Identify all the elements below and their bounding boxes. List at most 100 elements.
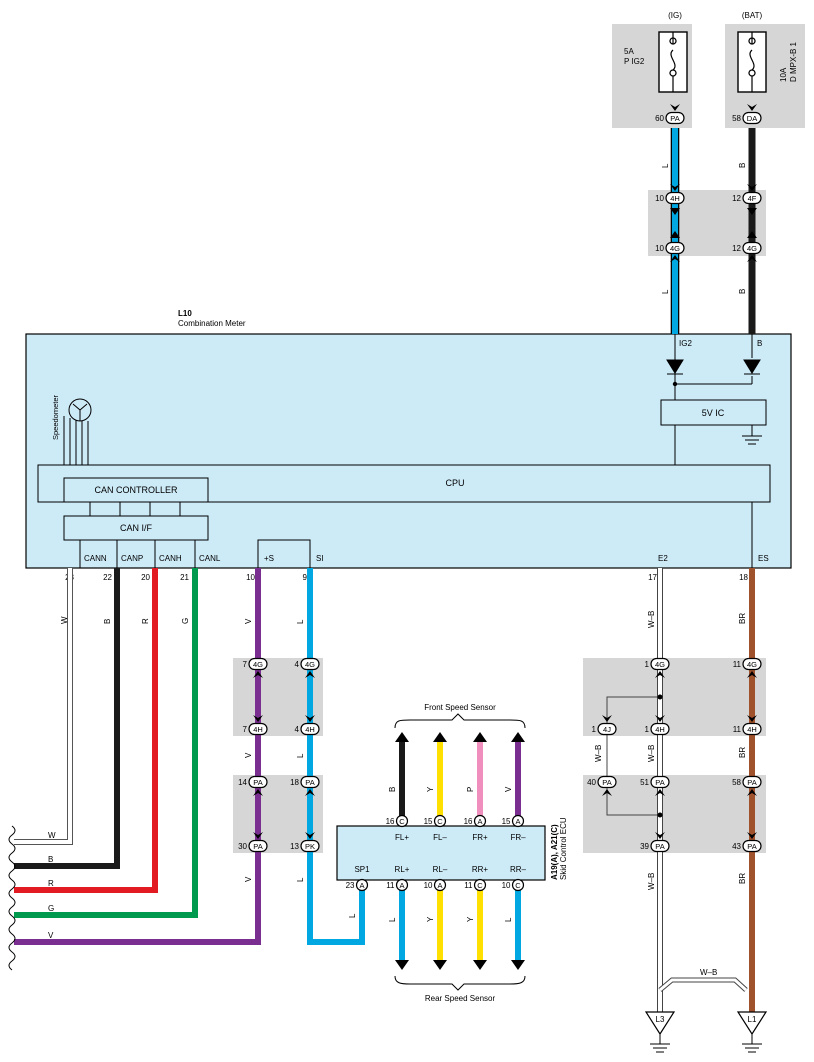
ecu-bottom-pin-4: C10 [502, 878, 525, 892]
ecu-bottom-pin-2-code: A [437, 881, 442, 890]
connector-top-4h-pin: 10 [655, 194, 664, 203]
wire-label-es-3: BR [738, 873, 747, 884]
arrow-up-icon [473, 732, 487, 742]
connector-wb-branch-0-code: 4J [603, 725, 611, 734]
pin-es: 18 [739, 573, 748, 582]
connector-wb-3-badge [650, 839, 670, 853]
connector-v-2-pin: 14 [238, 778, 247, 787]
connector-l-0-badge [300, 657, 320, 671]
ig2-label: IG2 [679, 339, 692, 348]
wire-label-e2-2: W–B [647, 745, 656, 762]
ecu-top-pin-0-code: C [399, 817, 405, 826]
connector-wb-branch-1-code: PA [602, 778, 611, 787]
wire-color-labels: L B L B W B R G V L V L V L L W–B BR W–B… [48, 163, 747, 977]
ecu-top-pin-3-pin: 15 [502, 817, 511, 826]
ground-symbols: L3 L1 [644, 1011, 768, 1053]
ecu-top-wire-label-0: B [388, 787, 397, 792]
ecu-pin-rl-plus: RL+ [395, 865, 410, 874]
fuse-bat-name: D MPX-B 1 [789, 41, 798, 82]
bus-end-w: W [48, 831, 56, 840]
can-controller-label: CAN CONTROLLER [94, 485, 178, 495]
connector-l-3-code: PK [305, 842, 315, 851]
can-controller-block [63, 477, 209, 503]
connector-top-4h-code: 4H [670, 194, 680, 203]
connector-wb-1: 4H1 [645, 715, 670, 736]
ecu-bottom-wire-label-4: L [504, 917, 513, 922]
pin-plus-s: 10 [246, 573, 255, 582]
connector-br-1-arrow-icon [747, 715, 757, 722]
ecu-bottom-pin-3-pin: 11 [464, 881, 473, 890]
ecu-bottom-wire-label-3: Y [466, 916, 475, 922]
connector-br-1-badge [742, 722, 762, 736]
ecu-pin-sp1: SP1 [354, 865, 370, 874]
connector-br-0-code: 4G [747, 660, 757, 669]
connector-wb-branch-0: 4J1 [592, 715, 617, 736]
terminal-e2: E2 [658, 554, 668, 563]
connector-br-3-arrow-icon [747, 832, 757, 839]
connector-l-1-code: 4H [305, 725, 315, 734]
connector-br-3-pin: 43 [732, 842, 741, 851]
connector-v-0-code: 4G [253, 660, 263, 669]
ground-l1-icon [736, 1011, 768, 1036]
ecu-top-pin-3-code: A [515, 817, 520, 826]
connector-wb-0-arrow-icon [655, 671, 665, 678]
fuse-bat-symbol-icon [748, 32, 756, 92]
connector-top-4f-pin: 12 [732, 194, 741, 203]
connector-wb-3-pin: 39 [640, 842, 649, 851]
wire-label-top-b-2: B [738, 289, 747, 294]
diode-ig2-icon [666, 359, 684, 375]
ic-5v-block [660, 399, 767, 426]
connector-v-3-code: PA [253, 842, 262, 851]
bus-end-g: G [48, 904, 54, 913]
fuse-bat: (BAT) 10A D MPX-B 1 [725, 11, 805, 128]
ecu-top-pin-0-badge [395, 814, 409, 828]
ecu-top-pin-3-badge [511, 814, 525, 828]
wire-label-sp1-l: L [348, 913, 357, 918]
connector-fuse-bat-badge [742, 111, 762, 125]
connector-l-3-arrow-icon [305, 832, 315, 839]
connector-fuse-ig-arrow-icon [670, 104, 680, 111]
ecu-pin-rl-minus: RL– [433, 865, 448, 874]
front-sensor-label: Front Speed Sensor [424, 703, 496, 712]
connector-fuse-bat-arrow-icon [747, 104, 757, 111]
can-if-block [63, 515, 209, 541]
ecu-top-pin-2-code: A [477, 817, 482, 826]
ground-l1-label: L1 [748, 1015, 757, 1024]
connector-top-4g-b-badge [742, 241, 762, 255]
wire-label-top-l-1: L [661, 163, 670, 168]
connector-wb-branch-0-arrow-icon [602, 715, 612, 722]
wire-label-top-l-2: L [661, 289, 670, 294]
bus-end-b: B [48, 855, 53, 864]
ecu-bottom-pin-2: A10 [424, 878, 447, 892]
connector-br-3-code: PA [747, 842, 756, 851]
connector-br-0-badge [742, 657, 762, 671]
connector-top-4f-code: 4F [748, 194, 757, 203]
ecu-bottom-pin-4-pin: 10 [502, 881, 511, 890]
connector-v-0-badge [248, 657, 268, 671]
connector-wb-0: 4G1 [645, 657, 670, 678]
connector-top-4h-badge [665, 191, 685, 205]
fuse-ig-source: (IG) [668, 11, 682, 20]
ecu-bottom-pin-0: A23 [346, 878, 369, 892]
connector-v-1-pin: 7 [243, 725, 248, 734]
junction-arrow-1-icon [670, 231, 680, 238]
wire-label-e2-3: W–B [647, 873, 656, 890]
ground-l3-label: L3 [656, 1015, 665, 1024]
arrow-down-icon [511, 960, 525, 970]
right-junction-block-lower [583, 775, 766, 853]
wire-label-can-b: B [103, 619, 112, 624]
connector-wb-branch-1-arrow-icon [602, 789, 612, 796]
connector-top-4f: 4F 12 [732, 184, 762, 205]
bus-end-r: R [48, 879, 54, 888]
ecu-top-pin-1-badge [433, 814, 447, 828]
wire-label-l-2: L [296, 753, 305, 758]
can-if-label: CAN I/F [120, 523, 153, 533]
ecu-bottom-pin-3: C11 [464, 878, 487, 892]
connector-br-2-code: PA [747, 778, 756, 787]
